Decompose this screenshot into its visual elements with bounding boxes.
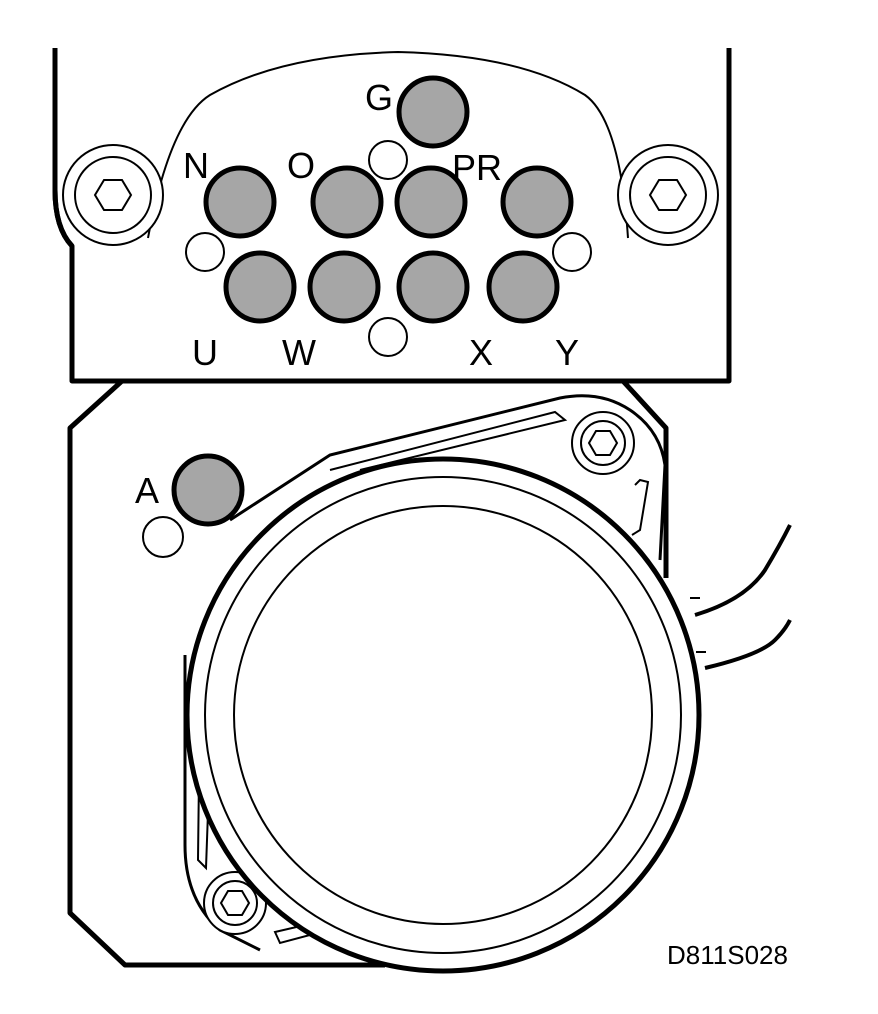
pin-x	[396, 250, 470, 324]
hex-socket-icon	[648, 179, 688, 211]
label-a: A	[135, 470, 159, 511]
pin-n	[203, 165, 277, 239]
label-g: G	[365, 77, 393, 118]
motor-middle-ring	[204, 476, 682, 954]
flange-screw-top-right	[571, 411, 635, 475]
upper-plate-outline	[147, 50, 629, 239]
empty-pin-hole	[552, 232, 592, 272]
hex-socket-icon	[93, 179, 133, 211]
hex-socket-icon	[219, 890, 251, 916]
label-pr: PR	[452, 147, 502, 188]
empty-pin-hole	[185, 232, 225, 272]
label-w: W	[282, 332, 316, 373]
figure-code: D811S028	[667, 940, 788, 970]
lower-motor-housing: A	[67, 379, 792, 974]
pin-y	[486, 250, 560, 324]
label-u: U	[192, 332, 218, 373]
motor-flange-inner	[329, 410, 650, 536]
pin-p	[394, 165, 468, 239]
empty-pin-hole	[368, 140, 408, 180]
pin-o	[310, 165, 384, 239]
label-n: N	[183, 145, 209, 186]
motor-wire-lower	[704, 619, 792, 670]
right-mount-screw	[617, 144, 719, 246]
motor-wire-upper-edge	[690, 597, 706, 653]
upper-connector-housing: G N O PR U W X Y	[52, 48, 732, 384]
label-x: X	[469, 332, 493, 373]
pin-g	[396, 75, 470, 149]
motor-wire-upper	[694, 524, 792, 617]
pin-w	[307, 250, 381, 324]
pin-a	[171, 453, 245, 527]
lower-plate-outline	[67, 379, 669, 968]
left-mount-screw	[62, 144, 164, 246]
hex-socket-icon	[587, 430, 619, 456]
label-o: O	[287, 145, 315, 186]
motor-inner-face	[233, 505, 653, 925]
pin-u	[223, 250, 297, 324]
empty-pin-hole	[142, 516, 184, 558]
label-y: Y	[555, 332, 579, 373]
empty-pin-hole	[368, 317, 408, 357]
pin-r	[500, 165, 574, 239]
